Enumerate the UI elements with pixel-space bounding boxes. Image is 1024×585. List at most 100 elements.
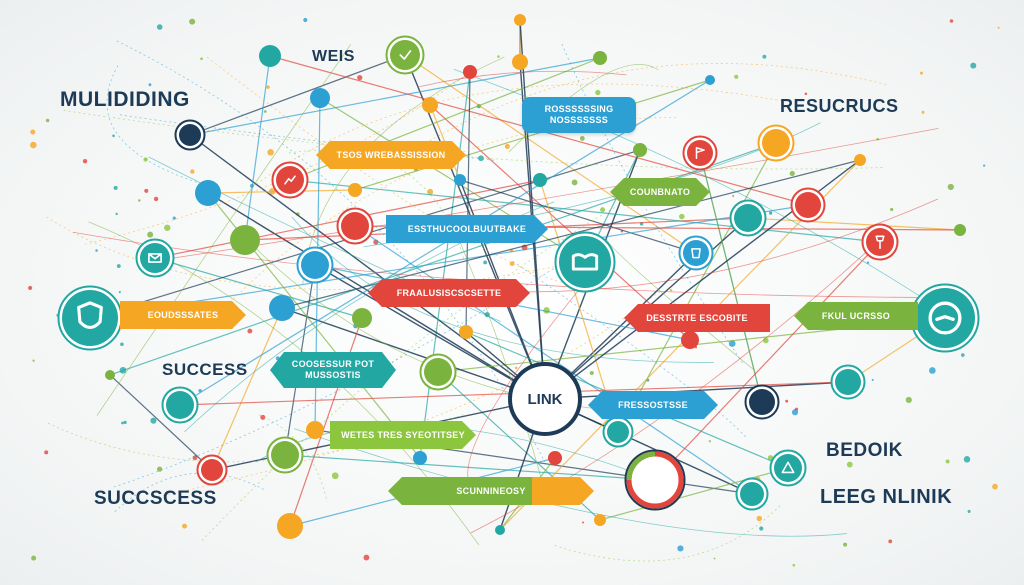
node-circle <box>633 143 647 157</box>
gauge-icon <box>928 301 962 335</box>
tag-tsos-wrebassission: TSOS WREBASSISSION <box>316 141 466 169</box>
heading-muliding: MULIDIDING <box>60 88 190 111</box>
scatter-dot <box>167 99 172 103</box>
scatter-dot <box>732 194 735 198</box>
heading-leeg-nlinik: LEEG NLINIK <box>820 486 953 508</box>
link-line <box>747 217 961 231</box>
scatter-dot <box>961 353 965 357</box>
scatter-dot <box>45 118 50 123</box>
scatter-dot <box>112 134 115 138</box>
cup-icon <box>691 248 701 259</box>
scatter-dot <box>31 555 37 561</box>
shield-icon <box>77 301 103 329</box>
strand-line <box>606 238 754 370</box>
node-circle <box>749 389 775 415</box>
node-circle <box>533 173 547 187</box>
heading-weis: WEIS <box>312 48 355 65</box>
scatter-dot <box>200 57 203 61</box>
scatter-dot <box>95 249 98 252</box>
scatter-dot <box>762 54 767 59</box>
scatter-dot <box>363 554 370 561</box>
scatter-dot <box>581 521 585 524</box>
scatter-dot <box>267 148 274 156</box>
node-circle <box>413 451 427 465</box>
node-circle <box>514 14 526 26</box>
tag-scunnineosy: SCUNNINEOSY <box>388 477 594 505</box>
node-circle <box>463 65 477 79</box>
scatter-dot <box>116 264 121 268</box>
scatter-dot <box>123 420 127 425</box>
node-circle <box>277 513 303 539</box>
heading-success: SUCCESS <box>162 360 248 379</box>
strand-line <box>152 289 663 498</box>
node-circle <box>348 183 362 197</box>
node-circle <box>607 421 629 443</box>
node-circle <box>495 525 505 535</box>
scatter-dot <box>113 185 118 190</box>
node-circle <box>559 236 611 288</box>
link-line <box>499 159 861 531</box>
node-circle <box>269 295 295 321</box>
node-circle <box>341 212 369 240</box>
tag-text: FRAALUSISCSCSETTE <box>396 288 502 298</box>
node-circle <box>795 192 821 218</box>
scatter-dot <box>600 207 606 213</box>
link-line <box>244 55 271 241</box>
flag-icon <box>695 146 705 160</box>
heading-resucrucs: RESUCRUCS <box>780 96 899 116</box>
strand-line <box>302 56 505 284</box>
scatter-dot <box>247 328 253 334</box>
node-circle <box>740 482 764 506</box>
link-line <box>289 179 881 243</box>
strand-line <box>511 260 746 438</box>
node-circle <box>681 331 699 349</box>
tag-text: ROSSSSSSING <box>544 104 614 114</box>
node-circle <box>390 40 420 70</box>
chart-icon <box>284 175 296 185</box>
node-circle <box>271 441 299 469</box>
tag-text: WETES TRES SYEOTITSEY <box>341 430 465 440</box>
pin-icon <box>875 235 885 250</box>
link-line <box>654 241 881 481</box>
heading-succscess: SUCCSCESS <box>94 488 217 509</box>
strand-line <box>419 70 627 88</box>
link-line <box>211 307 283 471</box>
scatter-dot <box>82 159 88 164</box>
scatter-dot <box>589 370 594 376</box>
node-circle <box>835 369 861 395</box>
link-line <box>539 179 619 433</box>
node-circle <box>593 51 607 65</box>
tag-desstrte-escobite: DESSTRTE ESCOBITE <box>624 304 770 332</box>
scatter-dot <box>121 421 124 425</box>
node-arc <box>626 451 656 481</box>
scatter-dot <box>866 261 870 264</box>
link-line <box>419 71 471 459</box>
strand-line <box>420 63 887 147</box>
strand-line <box>153 127 939 262</box>
tag-coosessur-pot: COOSESSUR POT MUSSOSTIS <box>270 352 396 388</box>
scatter-dot <box>595 89 601 96</box>
scatter-dot <box>945 459 950 464</box>
node-circle <box>774 454 802 482</box>
scatter-dot <box>929 367 936 374</box>
heading-bedoik: BEDOIK <box>826 440 903 461</box>
scatter-dot <box>846 461 853 468</box>
scatter-dot <box>843 542 848 547</box>
strand-line <box>258 414 328 503</box>
node-circle <box>166 391 194 419</box>
scatter-dot <box>483 260 488 265</box>
link-line <box>617 142 777 433</box>
scatter-dot <box>266 85 270 89</box>
warning-icon <box>781 461 795 474</box>
node-circle <box>201 459 223 481</box>
scatter-dot <box>120 342 124 347</box>
link-line <box>284 454 656 481</box>
scatter-dot <box>192 455 198 461</box>
scatter-dot <box>759 526 764 531</box>
scatter-dot <box>357 74 363 81</box>
tag-counbnato: COUNBNATO <box>610 178 710 206</box>
center-link-label: LINK <box>527 390 563 408</box>
node-circle <box>310 88 330 108</box>
scatter-dot <box>970 62 977 69</box>
strand-line <box>106 65 216 189</box>
